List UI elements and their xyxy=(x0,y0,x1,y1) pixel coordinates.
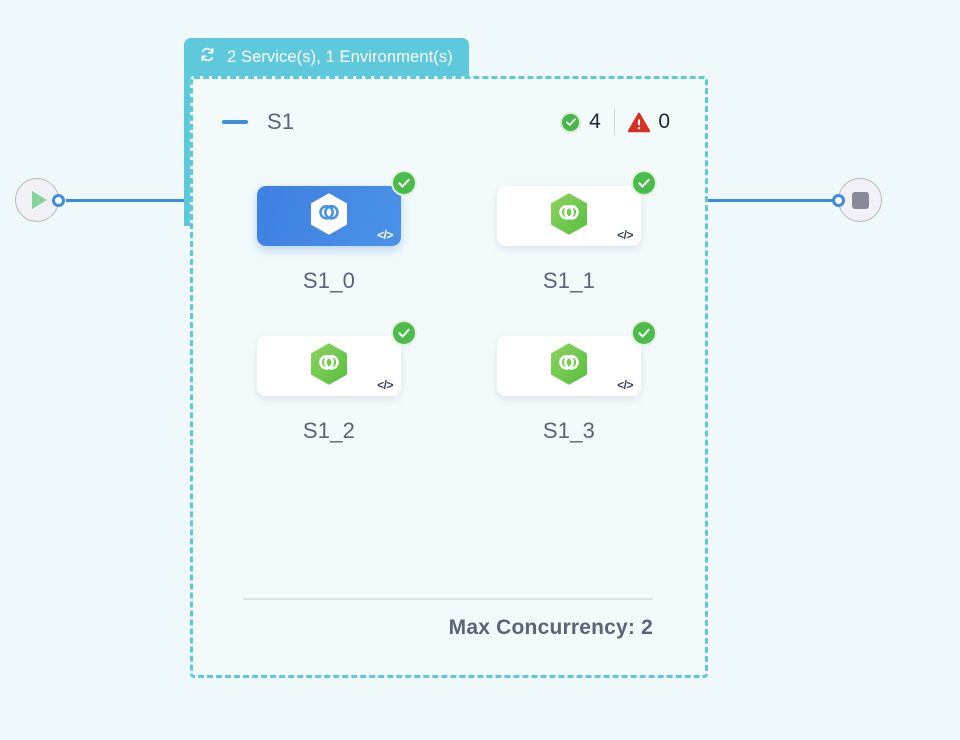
check-circle-icon xyxy=(391,170,417,196)
node-cell: </> S1_0 xyxy=(257,170,417,294)
loop-repeat-icon xyxy=(197,44,218,70)
node-label: S1_2 xyxy=(302,418,356,443)
group-footer: Max Concurrency: 2 xyxy=(243,598,653,640)
node-cell: </> S1_3 xyxy=(497,320,657,444)
node-row: </> S1_0 xyxy=(257,170,657,294)
node-label: S1_0 xyxy=(302,268,356,293)
max-concurrency-label: Max Concurrency: 2 xyxy=(448,616,653,639)
play-icon xyxy=(32,191,47,209)
success-status-chip: 4 xyxy=(560,110,601,134)
nodejs-hexagon-icon xyxy=(309,342,349,391)
code-icon[interactable]: </> xyxy=(377,228,393,242)
check-circle-icon xyxy=(631,170,657,196)
node-row: </> S1_2 xyxy=(257,320,657,444)
section-name: S1 xyxy=(267,109,295,134)
node-cell: </> S1_1 xyxy=(497,170,657,294)
check-circle-icon xyxy=(391,320,417,346)
node-card-s1-1[interactable]: </> xyxy=(497,170,657,246)
node-label: S1_3 xyxy=(542,418,596,443)
start-node[interactable] xyxy=(15,178,59,222)
node-card-s1-2[interactable]: </> xyxy=(257,320,417,396)
stop-icon xyxy=(851,191,869,209)
edge-start-to-group[interactable] xyxy=(66,199,186,202)
collapse-toggle-icon[interactable] xyxy=(222,120,248,124)
status-divider xyxy=(613,109,616,135)
warning-triangle-icon xyxy=(628,112,651,132)
node-label: S1_1 xyxy=(542,268,596,293)
warning-count: 0 xyxy=(658,110,670,133)
end-node-input-port[interactable] xyxy=(832,194,845,207)
group-header[interactable]: 2 Service(s), 1 Environment(s) xyxy=(184,38,469,76)
code-icon[interactable]: </> xyxy=(617,228,633,242)
edge-group-to-end[interactable] xyxy=(708,199,840,202)
group-title: 2 Service(s), 1 Environment(s) xyxy=(227,47,453,66)
nodejs-hexagon-icon xyxy=(309,192,349,241)
footer-divider xyxy=(243,598,653,600)
code-icon[interactable]: </> xyxy=(377,378,393,392)
success-count: 4 xyxy=(589,110,601,133)
node-cell: </> S1_2 xyxy=(257,320,417,444)
check-circle-icon xyxy=(631,320,657,346)
nodejs-hexagon-icon xyxy=(549,342,589,391)
nodejs-hexagon-icon xyxy=(549,192,589,241)
node-card-s1-3[interactable]: </> xyxy=(497,320,657,396)
section-row-s1: S1 4 0 xyxy=(222,104,670,140)
code-icon[interactable]: </> xyxy=(617,378,633,392)
check-circle-icon xyxy=(560,111,582,133)
status-cluster: 4 0 xyxy=(560,107,670,137)
node-card-s1-0[interactable]: </> xyxy=(257,170,417,246)
warning-status-chip: 0 xyxy=(628,110,670,134)
start-node-output-port[interactable] xyxy=(52,194,65,207)
node-grid: </> S1_0 xyxy=(257,170,657,486)
